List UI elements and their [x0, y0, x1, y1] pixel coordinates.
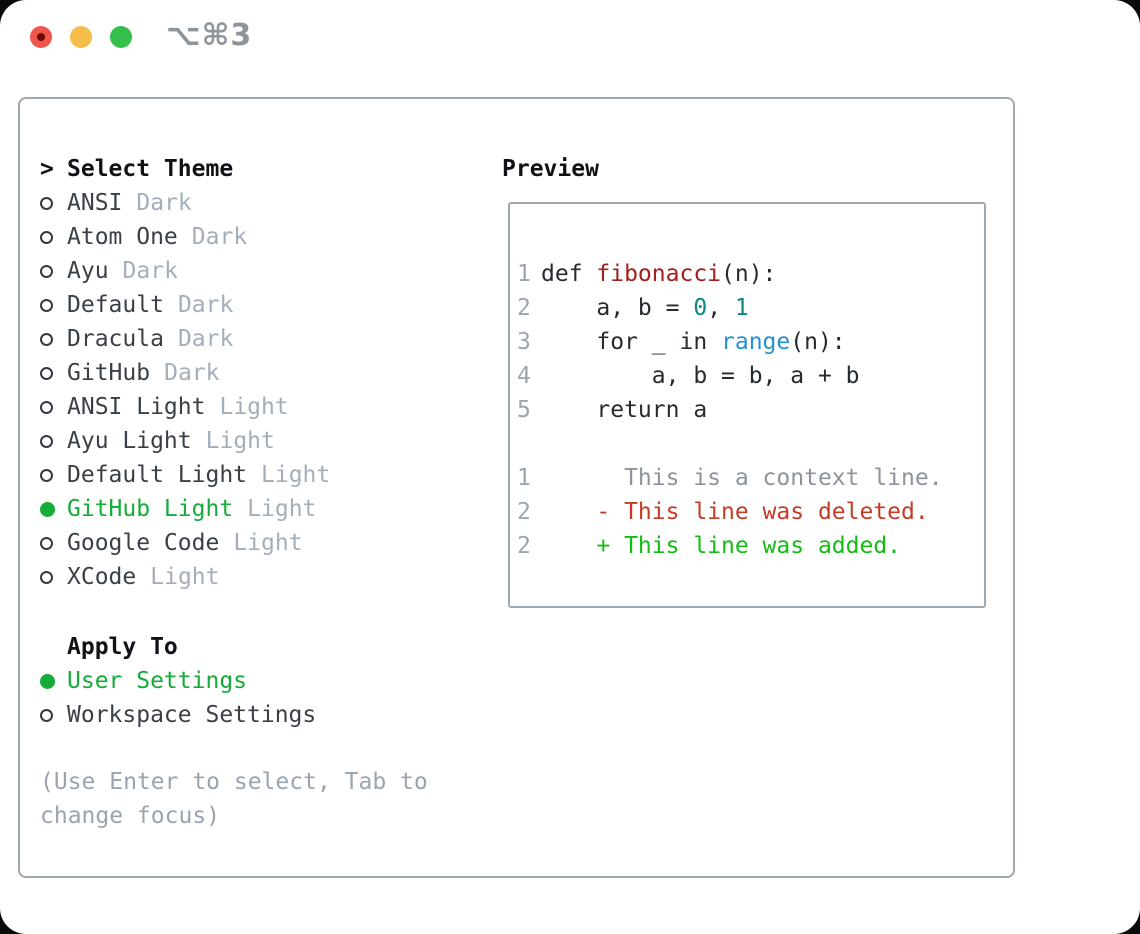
theme-option-atom-one[interactable]: Atom One Dark — [40, 220, 470, 254]
radio-icon — [40, 264, 53, 278]
option-label: Default — [67, 292, 164, 318]
theme-option-xcode[interactable]: XCode Light — [40, 560, 470, 594]
option-variant-label: Light — [261, 462, 331, 488]
theme-option-ansi[interactable]: ANSI Dark — [40, 186, 470, 220]
option-label: User Settings — [67, 668, 248, 694]
radio-icon — [40, 400, 53, 414]
theme-menu-title: Select Theme — [67, 156, 234, 182]
apply-option-workspace-settings[interactable]: Workspace Settings — [40, 698, 470, 732]
code-line: 2 + This line was added. — [517, 529, 984, 563]
window-shortcut-label: ⌥⌘3 — [166, 18, 253, 53]
theme-option-default[interactable]: Default Dark — [40, 288, 470, 322]
option-variant-label: Light — [205, 428, 275, 454]
theme-option-ayu[interactable]: Ayu Dark — [40, 254, 470, 288]
radio-icon — [40, 366, 53, 380]
radio-icon — [40, 196, 53, 210]
code-line: 1 This is a context line. — [517, 461, 984, 495]
theme-option-github[interactable]: GitHub Dark — [40, 356, 470, 390]
code-line — [517, 427, 984, 461]
line-number: 2 — [517, 499, 531, 525]
option-label: Ayu Light — [67, 428, 192, 454]
line-number: 4 — [517, 363, 531, 389]
line-number: 1 — [517, 261, 531, 287]
line-number: 1 — [517, 465, 531, 491]
line-number: 3 — [517, 329, 531, 355]
option-label: Workspace Settings — [67, 702, 317, 728]
theme-option-google-code[interactable]: Google Code Light — [40, 526, 470, 560]
apply-to-title: Apply To — [67, 634, 178, 660]
option-variant-label: Light — [219, 394, 289, 420]
zoom-button[interactable] — [110, 26, 132, 48]
theme-option-ansi-light[interactable]: ANSI Light Light — [40, 390, 470, 424]
option-variant-label: Dark — [122, 258, 178, 284]
line-number: 5 — [517, 397, 531, 423]
cursor-prompt-icon: > — [40, 156, 54, 182]
option-label: Dracula — [67, 326, 164, 352]
option-label: Atom One — [67, 224, 178, 250]
line-number: 2 — [517, 295, 531, 321]
titlebar — [30, 26, 132, 48]
option-variant-label: Light — [150, 564, 220, 590]
code-line: 5 return a — [517, 393, 984, 427]
radio-icon — [40, 536, 53, 550]
option-label: ANSI Light — [67, 394, 206, 420]
radio-selected-icon — [40, 673, 55, 689]
theme-option-dracula[interactable]: Dracula Dark — [40, 322, 470, 356]
option-variant-label: Dark — [164, 360, 220, 386]
code-line: 4 a, b = b, a + b — [517, 359, 984, 393]
radio-icon — [40, 298, 53, 312]
code-line: 3 for _ in range(n): — [517, 325, 984, 359]
option-variant-label: Dark — [177, 292, 234, 318]
option-label: ANSI — [67, 190, 123, 216]
option-label: Default Light — [67, 462, 248, 488]
option-variant-label: Dark — [191, 224, 248, 250]
theme-option-ayu-light[interactable]: Ayu Light Light — [40, 424, 470, 458]
apply-option-user-settings[interactable]: User Settings — [40, 664, 470, 698]
option-label: XCode — [67, 564, 137, 590]
option-label: GitHub Light — [67, 496, 234, 522]
radio-selected-icon — [40, 501, 55, 517]
radio-icon — [40, 434, 53, 448]
option-label: GitHub — [67, 360, 151, 386]
option-label: Ayu — [67, 258, 109, 284]
theme-option-default-light[interactable]: Default Light Light — [40, 458, 470, 492]
line-number: 2 — [517, 533, 531, 559]
code-line: 2 - This line was deleted. — [517, 495, 984, 529]
apply-to-header: Apply To — [40, 630, 470, 664]
option-variant-label: Dark — [177, 326, 234, 352]
radio-icon — [40, 230, 53, 244]
radio-icon — [40, 570, 53, 584]
option-variant-label: Light — [247, 496, 317, 522]
option-label: Google Code — [67, 530, 220, 556]
code-line: 2 a, b = 0, 1 — [517, 291, 984, 325]
radio-icon — [40, 332, 53, 346]
preview-title: Preview — [502, 156, 599, 182]
theme-option-github-light[interactable]: GitHub Light Light — [40, 492, 470, 526]
close-button[interactable] — [30, 26, 52, 48]
minimize-button[interactable] — [70, 26, 92, 48]
keyboard-hint: (Use Enter to select, Tab to change focu… — [40, 769, 428, 829]
theme-menu-header: > Select Theme — [40, 152, 470, 186]
option-variant-label: Dark — [136, 190, 192, 216]
option-variant-label: Light — [233, 530, 303, 556]
radio-icon — [40, 708, 53, 722]
radio-icon — [40, 468, 53, 482]
